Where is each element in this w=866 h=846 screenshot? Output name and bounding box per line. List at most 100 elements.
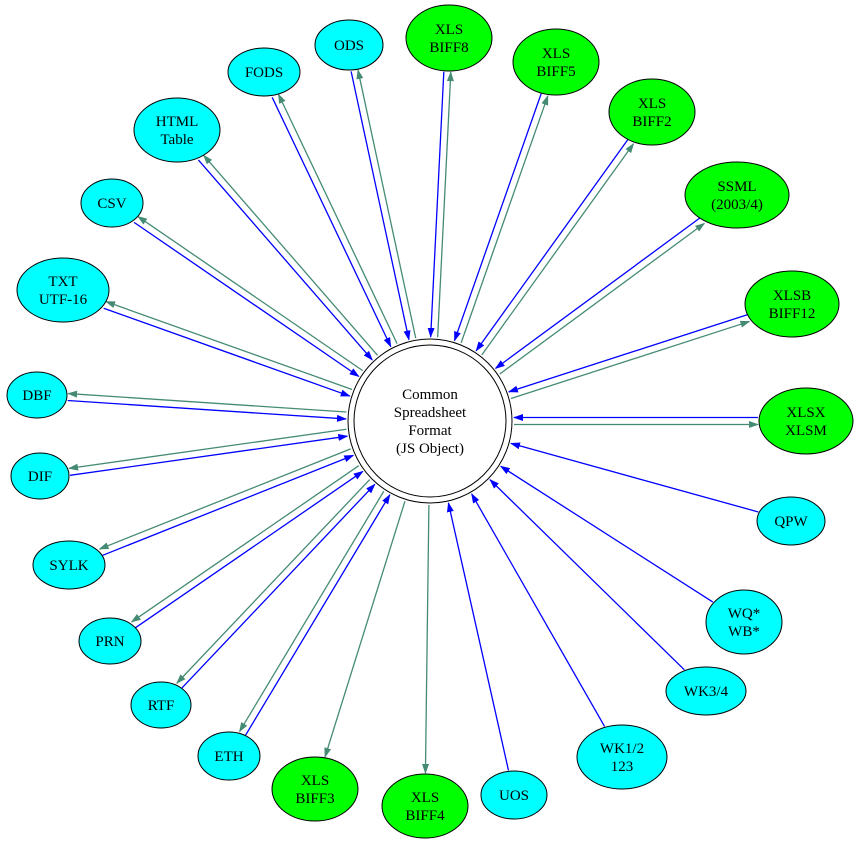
node-ellipse-txt-utf16 [16,257,110,323]
format-node-prn: PRN [78,617,142,665]
edge-read-xls-biff8 [427,71,445,338]
center-outer-circle [347,338,513,504]
format-node-wk34: WK3/4 [665,666,747,716]
edge-read-wk12-123 [471,493,606,727]
edge-read-fods [271,97,392,348]
node-ellipse-ods [314,19,384,71]
edge-read-xls-biff5 [453,93,542,342]
format-node-sylk: SYLK [32,540,106,590]
node-ellipse-xls-biff3 [271,756,359,822]
edge-write-xls-biff4 [422,504,430,775]
edge-read-wq-wb [499,465,714,603]
format-node-fods: FODS [227,47,301,97]
edge-write-xls-biff2 [481,142,635,356]
node-ellipse-eth [197,731,261,781]
edge-write-xls-biff5 [460,95,549,344]
node-ellipse-wq-wb [705,589,783,655]
edge-write-csv [137,216,364,372]
center-inner-circle [353,344,507,498]
node-label-wq-wb: WQ*WB* [728,606,761,640]
format-node-rtf: RTF [130,681,192,729]
node-ellipse-uos [480,770,548,820]
node-ellipse-dif [10,452,70,500]
edge-read-dbf [67,399,347,422]
edge-write-fods [277,93,398,344]
node-label-sylk: SYLK [49,558,88,574]
edge-write-ssml [499,222,706,375]
node-ellipse-html-table [133,97,221,163]
node-ellipse-csv [80,178,144,228]
format-node-uos: UOS [480,770,548,820]
edge-write-eth [239,490,385,733]
edge-read-sylk [101,454,355,557]
edge-read-csv [133,221,360,377]
node-ellipse-xls-biff8 [405,4,493,72]
edge-read-ssml [494,217,701,369]
format-node-qpw: QPW [756,496,826,546]
edge-write-dif [68,428,347,471]
node-ellipse-fods [227,47,301,97]
edge-read-html-table [197,159,373,361]
edge-read-rtf [181,483,376,689]
node-ellipse-dbf [6,371,68,419]
format-node-csv: CSV [80,178,144,228]
node-ellipse-xls-biff4 [381,773,469,839]
format-node-dif: DIF [10,452,70,500]
node-ellipse-rtf [130,681,192,729]
edge-read-uos [446,501,510,771]
edge-write-rtf [176,479,371,684]
node-ellipse-ssml [684,161,790,229]
edge-read-xlsb [507,314,748,393]
edge-write-sylk [98,448,351,550]
edge-read-dif [69,433,349,476]
edge-write-txt-utf16 [105,301,353,391]
node-label-prn: PRN [95,634,124,650]
node-ellipse-qpw [756,496,826,546]
edge-write-prn [130,465,360,623]
node-ellipse-xlsx [758,387,854,455]
edge-read-qpw [509,442,759,513]
node-label-ssml: SSML(2003/4) [711,179,763,213]
node-label-wk34: WK3/4 [684,684,729,700]
node-ellipse-wk12-123 [576,724,668,790]
edge-read-ods [350,71,411,341]
format-node-ods: ODS [314,19,384,71]
edge-read-prn [135,470,364,629]
node-label-qpw: QPW [774,514,808,530]
format-node-dbf: DBF [6,371,68,419]
edge-write-xls-biff8 [437,71,454,338]
edge-write-xlsb [510,320,751,400]
edge-read-eth [245,493,391,736]
node-ellipse-xls-biff2 [608,78,696,146]
node-label-fods: FODS [245,65,283,81]
node-ellipse-sylk [32,540,106,590]
edge-read-wk34 [489,479,685,671]
node-ellipse-prn [78,617,142,665]
node-label-rtf: RTF [148,698,175,714]
node-label-csv: CSV [97,196,126,212]
edge-read-txt-utf16 [103,307,351,397]
node-label-dif: DIF [28,469,52,485]
